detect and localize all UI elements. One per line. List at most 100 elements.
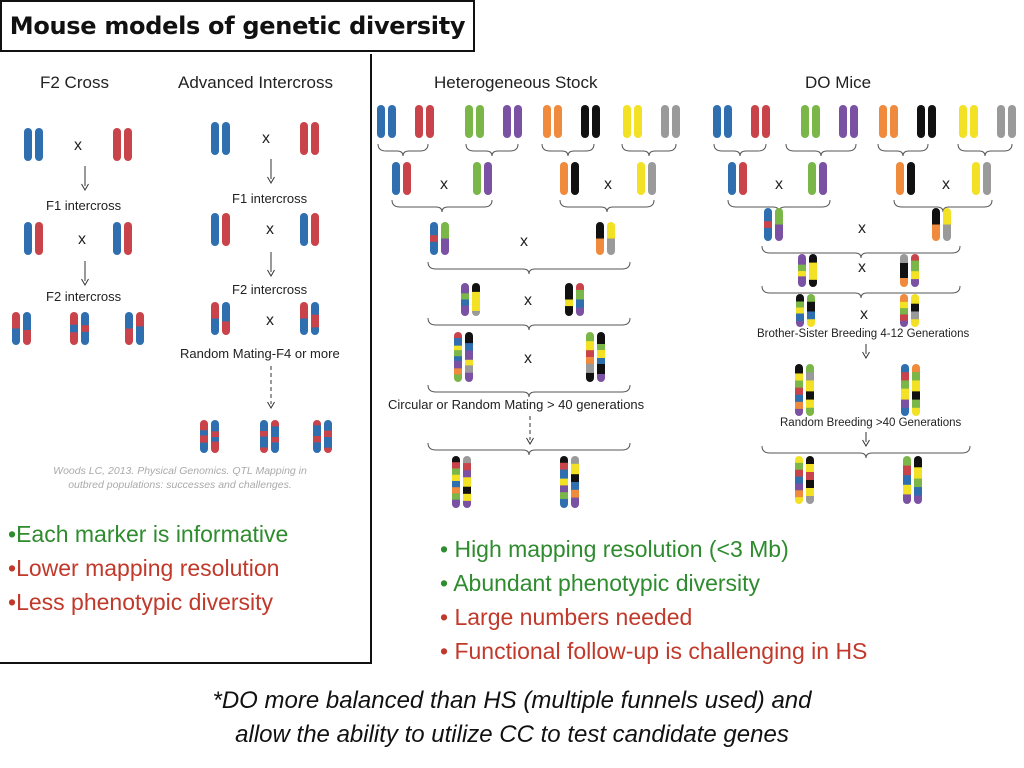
hs-final-pair-1-a xyxy=(452,456,460,508)
do-g5-pair-2-b xyxy=(912,364,920,416)
left-bullet-1: •Lower mapping resolution xyxy=(8,555,280,581)
f2-f1-pair-2-a xyxy=(113,222,121,255)
do-g4-pair-1-a xyxy=(796,294,804,327)
ai-progeny-2-a xyxy=(260,420,268,453)
do-g4-pair-1-b xyxy=(807,294,815,327)
do-g3-pair-1-a xyxy=(798,254,806,287)
hs-g1-pair-2-a xyxy=(473,162,481,195)
do-g4-pair-2-b xyxy=(911,294,919,327)
footnote-line-1: *DO more balanced than HS (multiple funn… xyxy=(212,687,812,714)
cross-symbol: x xyxy=(262,130,270,147)
hs-bracket-10 xyxy=(427,442,631,456)
ai-f2-pair-2-b xyxy=(311,302,319,335)
hs-g1-pair-2-b xyxy=(484,162,492,195)
ai-parent-red-b xyxy=(311,122,319,155)
hs-final-pair-2-b xyxy=(571,456,579,508)
f2-f1-pair-2-b xyxy=(124,222,132,255)
ai-progeny-2-b xyxy=(271,420,279,453)
do-founder-green-a xyxy=(801,105,809,138)
do-arrow-2-head xyxy=(862,439,870,447)
hs-founder-purple-a xyxy=(503,105,511,138)
hs-g2-pair-1-a xyxy=(430,222,438,255)
hs-g2-pair-2-b xyxy=(607,222,615,255)
hs-founder-gray-b xyxy=(672,105,680,138)
hs-g4-pair-1-b xyxy=(465,332,473,382)
f2-f1-intercross-label: F1 intercross xyxy=(46,198,122,213)
f2-f2-intercross-label: F2 intercross xyxy=(46,289,122,304)
ai-progeny-3-a xyxy=(313,420,321,453)
f2-progeny-3-a xyxy=(125,312,133,345)
hs-g3-pair-1-b xyxy=(472,283,480,316)
do-founder-red-b xyxy=(762,105,770,138)
do-g5-pair-2-a xyxy=(901,364,909,416)
do-founder-gray-b xyxy=(1008,105,1016,138)
hs-bracket-1 xyxy=(377,143,429,157)
f2-parent-blue-a xyxy=(24,128,32,161)
do-founder-yellow-b xyxy=(970,105,978,138)
do-founder-black-a xyxy=(917,105,925,138)
do-brother-sister-label: Brother-Sister Breeding 4-12 Generations xyxy=(757,328,970,340)
citation: Woods LC, 2013. Physical Genomics. QTL M… xyxy=(20,464,340,492)
footnote: *DO more balanced than HS (multiple funn… xyxy=(0,684,1024,752)
hs-founder-green-b xyxy=(476,105,484,138)
right-bullet-text: Functional follow-up is challenging in H… xyxy=(454,638,868,664)
ai-f2-pair-1-a xyxy=(211,302,219,335)
do-g2-pair-2-b xyxy=(943,208,951,241)
do-g2-pair-1-b xyxy=(775,208,783,241)
do-bracket-1 xyxy=(713,143,767,157)
hs-g3-pair-2-b xyxy=(576,283,584,316)
ai-f2-intercross-label: F2 intercross xyxy=(232,282,308,297)
hs-g2-pair-2-a xyxy=(596,222,604,255)
hs-founder-black-a xyxy=(581,105,589,138)
f2-parent-red-a xyxy=(113,128,121,161)
citation-line-2: outbred populations: successes and chall… xyxy=(68,479,292,491)
f2-f1-pair-1-a xyxy=(24,222,32,255)
f2-progeny-1-a xyxy=(12,312,20,345)
ai-arrow-1-head xyxy=(267,176,275,184)
do-bracket-7 xyxy=(761,245,961,259)
left-bullet-text: Each marker is informative xyxy=(16,521,289,547)
do-final-pair-1-a xyxy=(795,456,803,504)
do-founder-blue-b xyxy=(724,105,732,138)
hs-founder-yellow-b xyxy=(634,105,642,138)
hs-g3-pair-1-a xyxy=(461,283,469,316)
do-g3-pair-2-a xyxy=(900,254,908,287)
hs-final-pair-2-a xyxy=(560,456,568,508)
ai-parent-blue-b xyxy=(222,122,230,155)
do-g1-pair-4-a xyxy=(972,162,980,195)
right-bullet-1: • Abundant phenotypic diversity xyxy=(440,570,761,596)
hs-g4-pair-2-a xyxy=(586,332,594,382)
hs-g3-pair-2-a xyxy=(565,283,573,316)
cross-symbol: x xyxy=(440,176,448,193)
do-g1-pair-3-a xyxy=(896,162,904,195)
f2-progeny-2-b xyxy=(81,312,89,345)
do-final-pair-2-a xyxy=(903,456,911,504)
page-title: Mouse models of genetic diversity xyxy=(9,12,466,40)
advanced-intercross-heading: Advanced Intercross xyxy=(178,73,333,92)
cross-symbol: x xyxy=(524,292,532,309)
do-founder-green-b xyxy=(812,105,820,138)
ai-f1-pair-1-a xyxy=(211,213,219,246)
f2-arrow-2-head xyxy=(81,278,89,286)
do-founder-yellow-a xyxy=(959,105,967,138)
do-g2-pair-1-a xyxy=(764,208,772,241)
cross-symbol: x xyxy=(860,306,868,323)
hs-founder-green-a xyxy=(465,105,473,138)
do-final-pair-2-b xyxy=(914,456,922,504)
hs-founder-yellow-a xyxy=(623,105,631,138)
right-bullet-list: • High mapping resolution (<3 Mb) • Abun… xyxy=(440,536,867,665)
hs-g1-pair-1-a xyxy=(392,162,400,195)
do-founder-purple-a xyxy=(839,105,847,138)
hs-founder-blue-a xyxy=(377,105,385,138)
ai-progeny-1-a xyxy=(200,420,208,453)
cross-symbol: x xyxy=(266,312,274,329)
cross-symbol: x xyxy=(942,176,950,193)
do-g1-pair-4-b xyxy=(983,162,991,195)
hs-mating-label: Circular or Random Mating > 40 generatio… xyxy=(388,397,645,412)
do-founder-black-b xyxy=(928,105,936,138)
hs-founder-red-b xyxy=(426,105,434,138)
cross-symbol: x xyxy=(604,176,612,193)
left-panel-divider xyxy=(370,54,372,664)
hs-founder-purple-b xyxy=(514,105,522,138)
